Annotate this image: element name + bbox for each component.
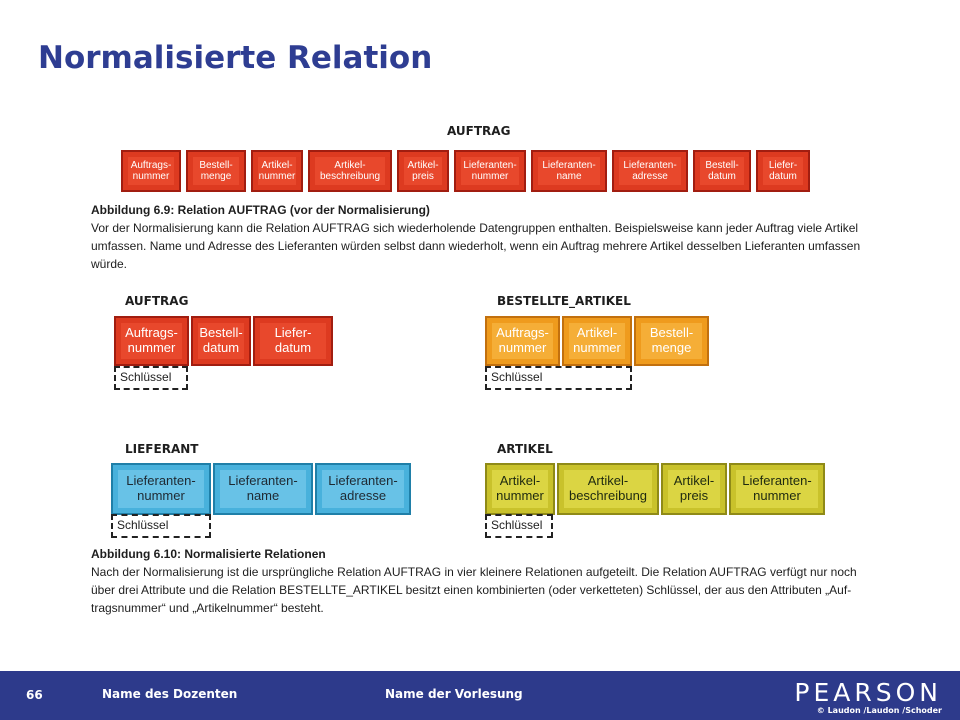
auftrag-original-field-label: Artikel- beschreibung bbox=[315, 157, 385, 185]
bestellte-artikel-key-label: Schlüssel bbox=[485, 366, 632, 390]
artikel-field-1: Artikel- beschreibung bbox=[557, 463, 659, 515]
auftrag-original-field-label: Artikel- preis bbox=[404, 157, 442, 185]
auftrag-original-field-label: Bestell- datum bbox=[700, 157, 744, 185]
lieferant-field-label: Lieferanten- name bbox=[220, 470, 306, 508]
artikel-field-0: Artikel- nummer bbox=[485, 463, 555, 515]
auftrag-field-1: Bestell- datum bbox=[191, 316, 251, 366]
auftrag-field-0: Auftrags- nummer bbox=[114, 316, 189, 366]
auftrag-field-label: Liefer- datum bbox=[260, 323, 326, 359]
auftrag-field-label: Auftrags- nummer bbox=[121, 323, 182, 359]
artikel-fields: Artikel- nummer Artikel- beschreibung Arti… bbox=[485, 463, 827, 515]
artikel-field-label: Artikel- beschreibung bbox=[564, 470, 652, 508]
auftrag-original-field-label: Lieferanten- name bbox=[538, 157, 600, 185]
auftrag-original-field-0: Auftrags- nummer bbox=[121, 150, 181, 192]
auftrag-key-label: Schlüssel bbox=[114, 366, 188, 390]
lieferant-fields: Lieferanten- nummer Lieferanten- name Lief… bbox=[111, 463, 413, 515]
artikel-field-label: Artikel- nummer bbox=[492, 470, 548, 508]
figure-6-10-caption-title: Abbildung 6.10: Normalisierte Relationen bbox=[91, 547, 326, 561]
page-number: 66 bbox=[26, 688, 43, 702]
copyright-text: © Laudon /Laudon /Schoder bbox=[816, 706, 942, 715]
artikel-field-3: Lieferanten- nummer bbox=[729, 463, 825, 515]
course-name: Name der Vorlesung bbox=[385, 687, 523, 701]
bestellte-artikel-field-1: Artikel- nummer bbox=[562, 316, 632, 366]
artikel-field-label: Lieferanten- nummer bbox=[736, 470, 818, 508]
bestellte-artikel-field-0: Auftrags- nummer bbox=[485, 316, 560, 366]
figure-6-10-caption-text: Nach der Normalisierung ist die ursprüng… bbox=[91, 565, 857, 615]
bestellte-artikel-field-2: Bestell- menge bbox=[634, 316, 709, 366]
table-name-auftrag-original: AUFTRAG bbox=[447, 124, 511, 138]
pearson-logo: PEARSON bbox=[794, 678, 942, 707]
artikel-field-label: Artikel- preis bbox=[668, 470, 720, 508]
auftrag-original-field-2: Artikel- nummer bbox=[251, 150, 303, 192]
bestellte-artikel-field-label: Auftrags- nummer bbox=[492, 323, 553, 359]
auftrag-original-field-8: Bestell- datum bbox=[693, 150, 751, 192]
lieferant-field-label: Lieferanten- nummer bbox=[118, 470, 204, 508]
auftrag-field-2: Liefer- datum bbox=[253, 316, 333, 366]
slide-title: Normalisierte Relation bbox=[38, 40, 433, 76]
lieferant-field-1: Lieferanten- name bbox=[213, 463, 313, 515]
auftrag-original-fields: Auftrags- nummer Bestell- menge Artikel- n… bbox=[121, 150, 815, 192]
figure-6-10-caption: Abbildung 6.10: Normalisierte Relationen… bbox=[91, 545, 861, 617]
table-name-bestellte-artikel: BESTELLTE_ARTIKEL bbox=[497, 294, 631, 308]
auftrag-original-field-3: Artikel- beschreibung bbox=[308, 150, 392, 192]
auftrag-original-field-label: Auftrags- nummer bbox=[128, 157, 174, 185]
lieferant-field-label: Lieferanten- adresse bbox=[322, 470, 404, 508]
artikel-key-label: Schlüssel bbox=[485, 514, 553, 538]
table-name-lieferant: LIEFERANT bbox=[125, 442, 199, 456]
figure-6-9-caption: Abbildung 6.9: Relation AUFTRAG (vor der… bbox=[91, 201, 861, 273]
lieferant-field-0: Lieferanten- nummer bbox=[111, 463, 211, 515]
auftrag-original-field-6: Lieferanten- name bbox=[531, 150, 607, 192]
bestellte-artikel-field-label: Bestell- menge bbox=[641, 323, 702, 359]
figure-6-9-caption-text: Vor der Normalisierung kann die Relation… bbox=[91, 221, 861, 271]
auftrag-original-field-7: Lieferanten- adresse bbox=[612, 150, 688, 192]
auftrag-original-field-label: Lieferanten- adresse bbox=[619, 157, 681, 185]
bestellte-artikel-fields: Auftrags- nummer Artikel- nummer Bestell- … bbox=[485, 316, 711, 366]
figure-6-9-caption-title: Abbildung 6.9: Relation AUFTRAG (vor der… bbox=[91, 203, 430, 217]
table-name-artikel: ARTIKEL bbox=[497, 442, 553, 456]
auftrag-original-field-4: Artikel- preis bbox=[397, 150, 449, 192]
artikel-field-2: Artikel- preis bbox=[661, 463, 727, 515]
table-name-auftrag: AUFTRAG bbox=[125, 294, 189, 308]
lieferant-key-label: Schlüssel bbox=[111, 514, 211, 538]
footer-bar: 66 Name der Vorlesung Name des Dozenten … bbox=[0, 671, 960, 720]
auftrag-original-field-label: Lieferanten- nummer bbox=[461, 157, 519, 185]
auftrag-original-field-label: Bestell- menge bbox=[193, 157, 239, 185]
auftrag-original-field-5: Lieferanten- nummer bbox=[454, 150, 526, 192]
lieferant-field-2: Lieferanten- adresse bbox=[315, 463, 411, 515]
auftrag-original-field-1: Bestell- menge bbox=[186, 150, 246, 192]
auftrag-fields: Auftrags- nummer Bestell- datum Liefer- da… bbox=[114, 316, 335, 366]
auftrag-original-field-label: Artikel- nummer bbox=[258, 157, 296, 185]
bestellte-artikel-field-label: Artikel- nummer bbox=[569, 323, 625, 359]
auftrag-original-field-label: Liefer- datum bbox=[763, 157, 803, 185]
auftrag-field-label: Bestell- datum bbox=[198, 323, 244, 359]
lecturer-name: Name des Dozenten bbox=[102, 687, 238, 701]
auftrag-original-field-9: Liefer- datum bbox=[756, 150, 810, 192]
